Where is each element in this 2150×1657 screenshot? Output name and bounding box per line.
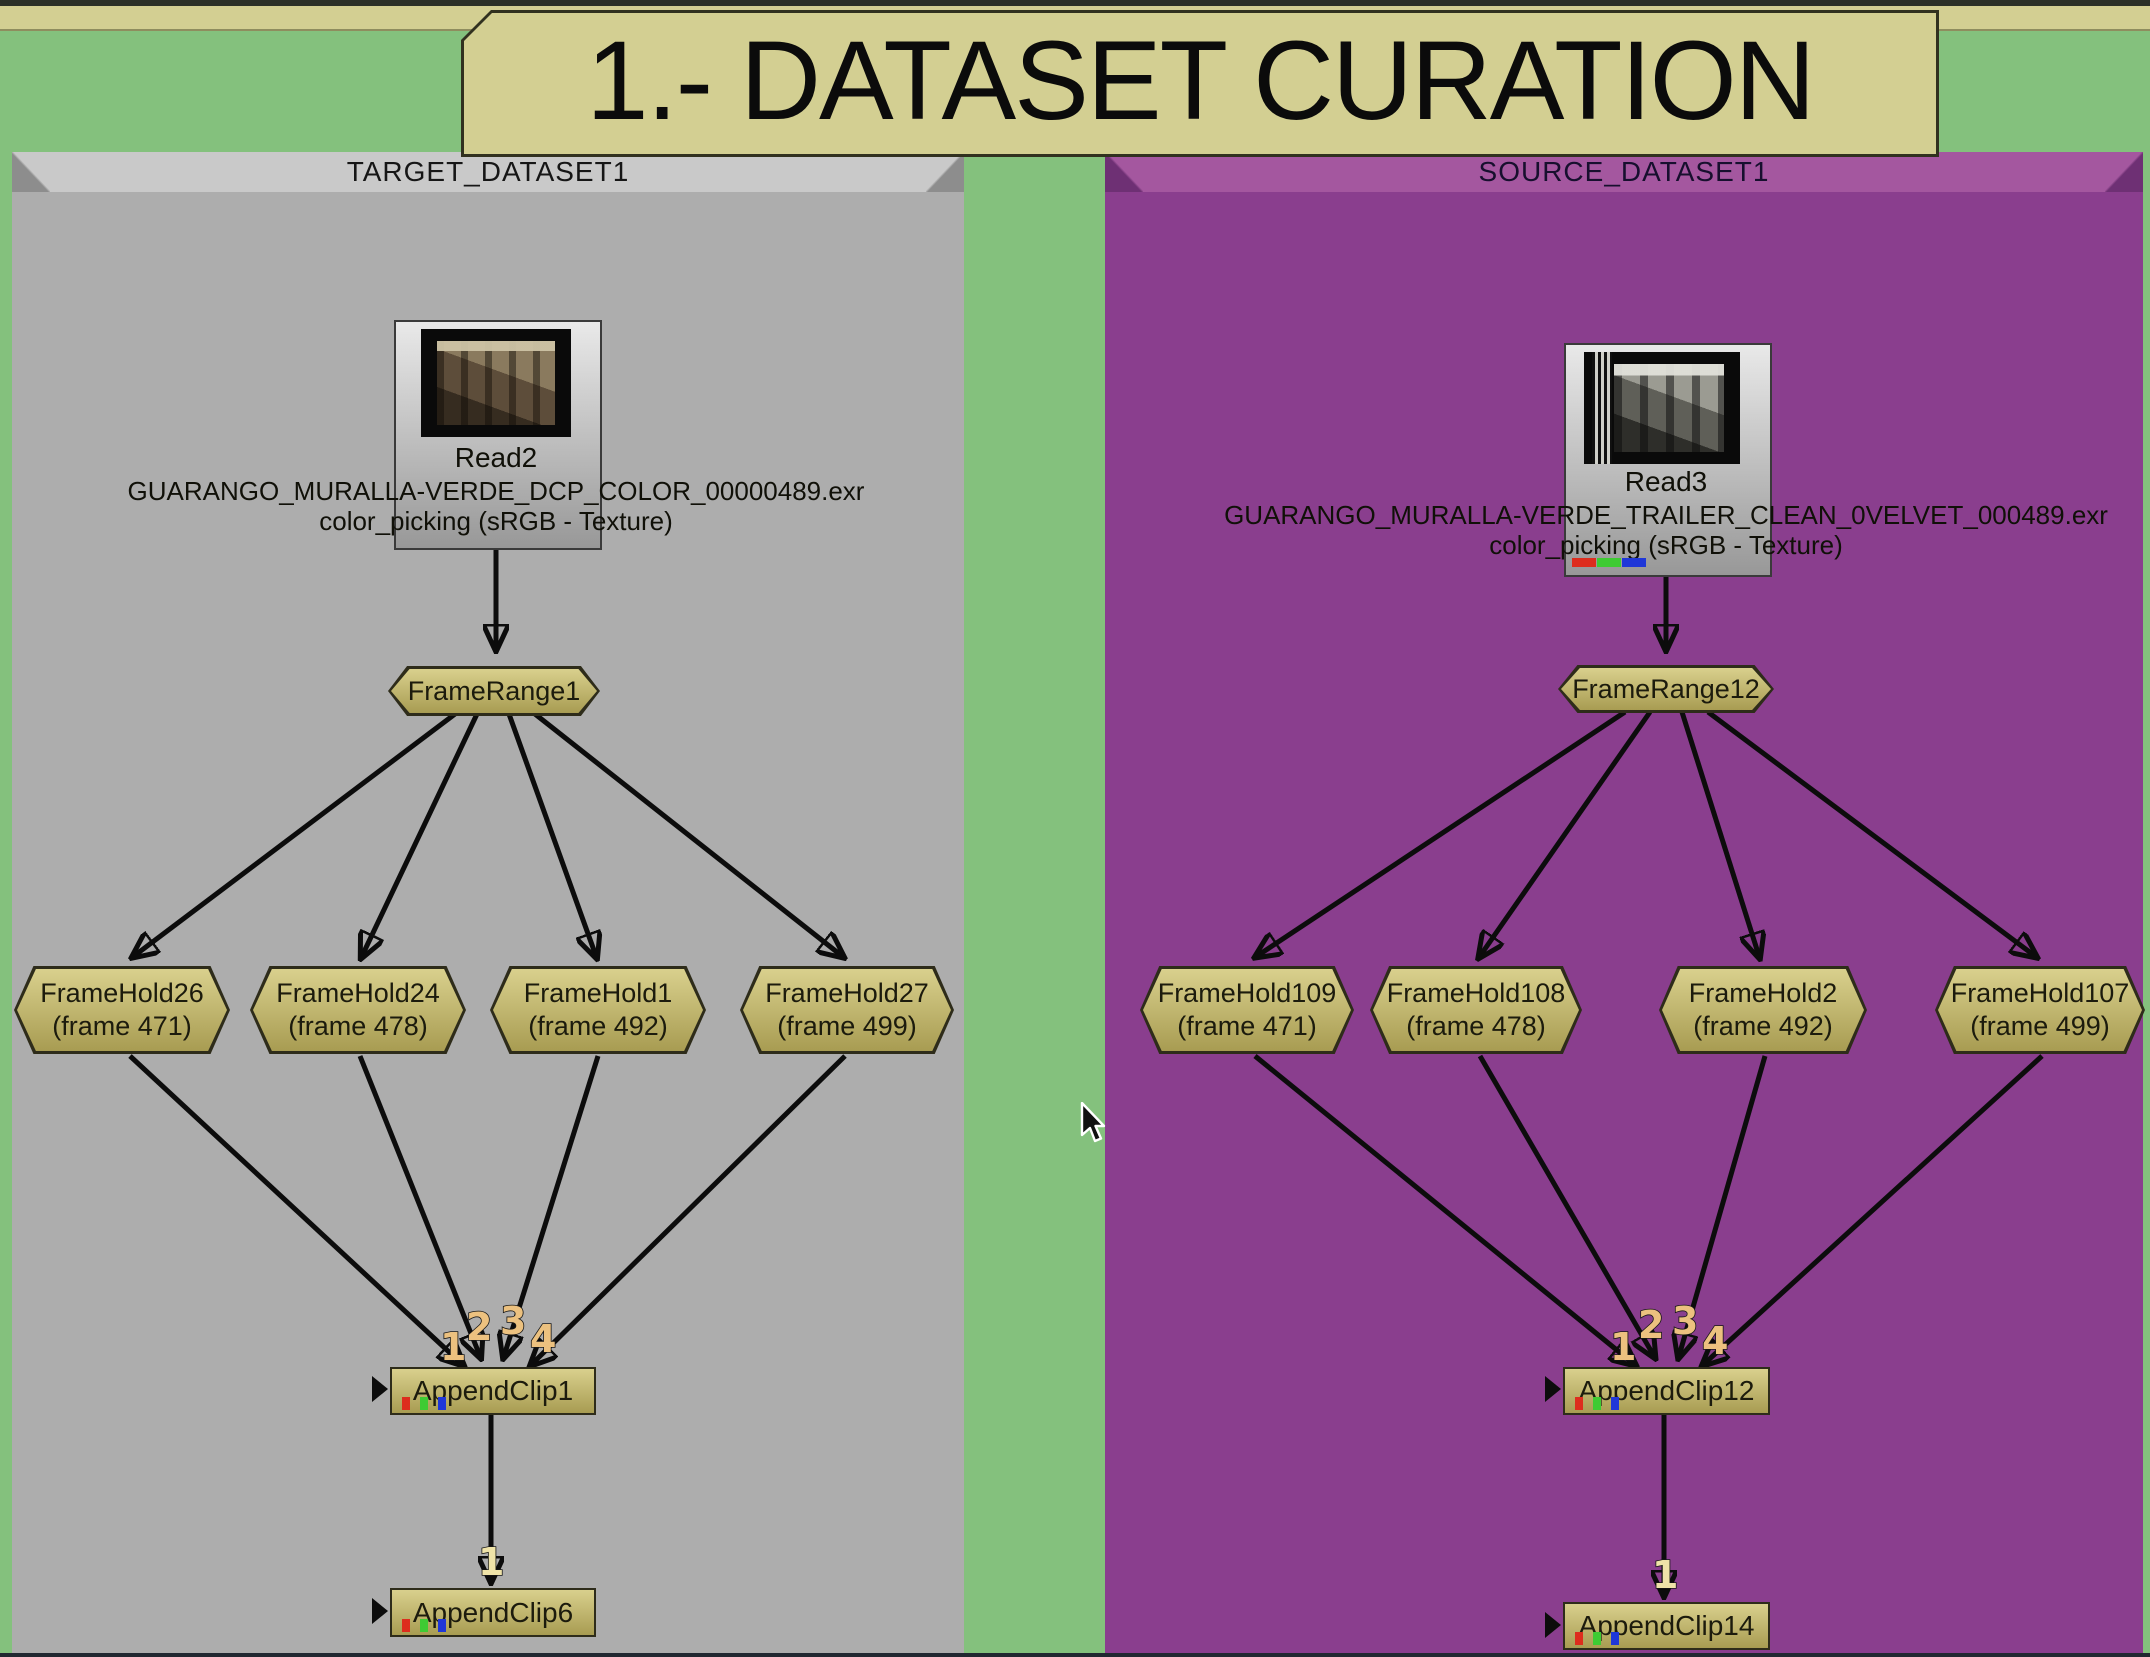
mask-input-arrow-icon <box>372 1598 388 1624</box>
blue-channel-icon <box>438 1397 446 1410</box>
appendclip14-label: AppendClip14 <box>1578 1610 1755 1641</box>
framehold-name: FrameHold107 <box>1950 978 2130 1008</box>
backdrop-target-title: TARGET_DATASET1 <box>346 156 630 187</box>
red-channel-icon <box>402 1397 410 1410</box>
red-channel-icon <box>402 1619 410 1632</box>
framehold-frame: (frame 499) <box>777 1011 917 1041</box>
backdrop-corner-bevel <box>2105 152 2143 192</box>
node-framehold108[interactable]: FrameHold108 (frame 478) <box>1370 966 1582 1054</box>
green-channel-icon <box>1597 558 1621 567</box>
green-channel-icon <box>420 1397 428 1410</box>
read2-name: Read2 <box>454 442 538 473</box>
appendclip6-label: AppendClip6 <box>412 1596 574 1628</box>
read3-filename: GUARANGO_MURALLA-VERDE_TRAILER_CLEAN_0VE… <box>1224 500 2108 530</box>
mask-input-arrow-icon <box>372 1376 388 1402</box>
backdrop-source-title: SOURCE_DATASET1 <box>1478 156 1770 187</box>
node-framehold2[interactable]: FrameHold2 (frame 492) <box>1659 966 1867 1054</box>
framehold-name: FrameHold27 <box>765 978 929 1008</box>
bottom-edge-bar <box>0 1653 2150 1657</box>
framehold-frame: (frame 471) <box>1177 1011 1317 1041</box>
read2-thumbnail <box>421 329 571 437</box>
node-appendclip6[interactable]: AppendClip6 <box>390 1588 596 1637</box>
framehold-frame: (frame 478) <box>288 1011 428 1041</box>
framehold-name: FrameHold108 <box>1386 978 1566 1008</box>
framehold-name: FrameHold24 <box>276 978 440 1008</box>
blue-channel-icon <box>1622 558 1646 567</box>
framehold-frame: (frame 499) <box>1970 1011 2110 1041</box>
framehold-frame: (frame 492) <box>1693 1011 1833 1041</box>
framehold-frame: (frame 471) <box>52 1011 192 1041</box>
read3-thumbnail <box>1584 352 1740 464</box>
framerange12-label: FrameRange12 <box>1572 673 1760 704</box>
green-channel-icon <box>1593 1632 1601 1645</box>
mask-input-arrow-icon <box>1545 1376 1561 1402</box>
node-appendclip14[interactable]: AppendClip14 <box>1563 1602 1770 1650</box>
node-appendclip1[interactable]: AppendClip1 <box>390 1367 596 1415</box>
top-dark-bar <box>0 0 2150 6</box>
red-channel-icon <box>1572 558 1596 567</box>
node-framehold1[interactable]: FrameHold1 (frame 492) <box>490 966 706 1054</box>
blue-channel-icon <box>438 1619 446 1632</box>
node-framehold26[interactable]: FrameHold26 (frame 471) <box>14 966 230 1054</box>
backdrop-corner-bevel <box>12 152 50 192</box>
backdrop-source-header[interactable]: SOURCE_DATASET1 <box>1143 152 2105 192</box>
node-read2[interactable] <box>394 320 602 550</box>
node-framehold109[interactable]: FrameHold109 (frame 471) <box>1140 966 1354 1054</box>
node-read3[interactable] <box>1564 343 1772 577</box>
dataset-curation-banner[interactable]: 1.- DATASET CURATION <box>461 10 1939 157</box>
blue-channel-icon <box>1611 1397 1619 1410</box>
red-channel-icon <box>1575 1397 1583 1410</box>
framehold-name: FrameHold1 <box>523 978 673 1008</box>
read2-colorspace: color_picking (sRGB - Texture) <box>319 506 673 536</box>
node-framehold27[interactable]: FrameHold27 (frame 499) <box>740 966 954 1054</box>
blue-channel-icon <box>1611 1632 1619 1645</box>
framehold-frame: (frame 492) <box>528 1011 668 1041</box>
read3-name: Read3 <box>1624 466 1708 497</box>
backdrop-corner-bevel <box>1105 152 1143 192</box>
read2-filename: GUARANGO_MURALLA-VERDE_DCP_COLOR_0000048… <box>127 476 865 506</box>
red-channel-icon <box>1575 1632 1583 1645</box>
read3-colorspace: color_picking (sRGB - Texture) <box>1489 530 1843 560</box>
green-channel-icon <box>1593 1397 1601 1410</box>
appendclip12-label: AppendClip12 <box>1578 1375 1755 1406</box>
framerange1-label: FrameRange1 <box>407 675 581 706</box>
backdrop-target-header[interactable]: TARGET_DATASET1 <box>50 152 926 192</box>
node-framehold24[interactable]: FrameHold24 (frame 478) <box>250 966 466 1054</box>
appendclip1-label: AppendClip1 <box>412 1375 574 1406</box>
node-framerange1[interactable]: FrameRange1 <box>388 666 600 716</box>
banner-title: 1.- DATASET CURATION <box>586 18 1815 143</box>
green-channel-icon <box>420 1619 428 1632</box>
framehold-name: FrameHold2 <box>1688 978 1838 1008</box>
framehold-name: FrameHold26 <box>40 978 204 1008</box>
framehold-name: FrameHold109 <box>1157 978 1337 1008</box>
framehold-frame: (frame 478) <box>1406 1011 1546 1041</box>
mask-input-arrow-icon <box>1545 1612 1561 1638</box>
node-framehold107[interactable]: FrameHold107 (frame 499) <box>1935 966 2145 1054</box>
node-framerange12[interactable]: FrameRange12 <box>1558 665 1774 713</box>
backdrop-corner-bevel <box>926 152 964 192</box>
node-appendclip12[interactable]: AppendClip12 <box>1563 1367 1770 1415</box>
